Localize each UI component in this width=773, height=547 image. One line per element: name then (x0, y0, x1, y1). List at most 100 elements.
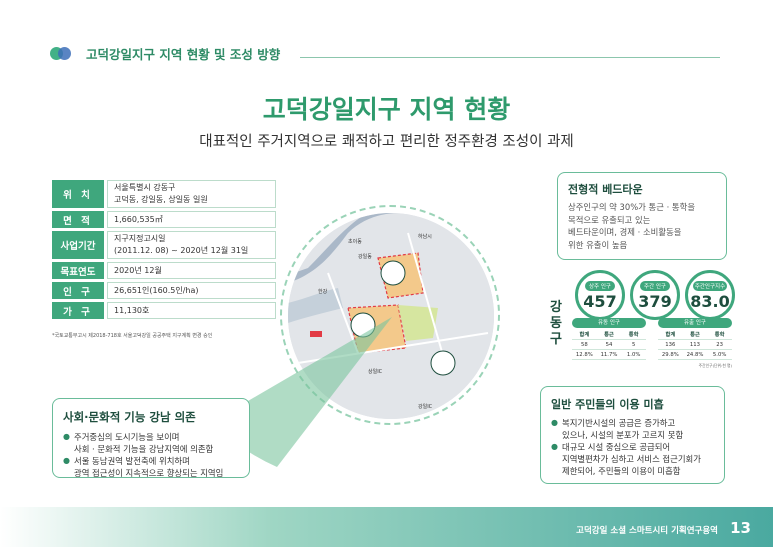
table-header: 통근 (682, 330, 708, 340)
info-label: 가 구 (52, 302, 104, 319)
info-row-households: 가 구 11,130호 (52, 302, 276, 319)
map-label: 강일동 (358, 253, 372, 260)
map-label: 한강 (318, 288, 328, 295)
bullet-icon: ● (551, 418, 558, 427)
info-value-line: 11,130호 (114, 305, 150, 315)
info-value: 11,130호 (107, 302, 276, 319)
table-cell: 1.0% (621, 350, 646, 360)
flow-tables: 유동 인구 합계 통근 통학 58 54 5 12.8% 11.7% 1.0% … (572, 318, 732, 369)
info-row-target-year: 목표연도 2020년 12월 (52, 262, 276, 279)
info-label: 인 구 (52, 282, 104, 299)
box-title: 사회·문화적 기능 강남 의존 (63, 410, 196, 424)
list-item-line: 있으나, 시설의 분포가 고르지 못함 (561, 430, 684, 440)
info-value-line: 2020년 12월 (114, 265, 162, 275)
bullet-icon: ● (551, 442, 558, 451)
box-text: 상주인구의 약 30%가 통근 · 통학을 목적으로 유출되고 있는 베드타운이… (568, 201, 716, 251)
bullet-icon: ● (63, 456, 70, 465)
section-header: 고덕강일지구 지역 현황 및 조성 방향 (50, 44, 280, 63)
bedtown-box: 전형적 베드타운 상주인구의 약 30%가 통근 · 통학을 목적으로 유출되고… (557, 172, 727, 260)
table-cell: 136 (658, 340, 683, 350)
flow-group-inflow: 유동 인구 합계 통근 통학 58 54 5 12.8% 11.7% 1.0% (572, 318, 646, 360)
info-value: 1,660,535㎡ (107, 211, 276, 228)
table-cell: 11.7% (596, 350, 622, 360)
page-subtitle: 대표적인 주거지역으로 쾌적하고 편리한 정주환경 조성이 과제 (199, 134, 574, 150)
stat-resident: 상주 인구 457 (575, 270, 625, 320)
stat-value: 457 (583, 292, 617, 311)
flow-note: 주간인구(단위:천 명) (698, 363, 732, 368)
table-cell: 12.8% (572, 350, 597, 360)
stat-index: 주간인구지수 83.0 (685, 270, 735, 320)
info-value-line: 1,660,535㎡ (114, 214, 163, 224)
flow-group-outflow: 유출 인구 합계 통근 통학 136 113 23 29.8% 24.8% 5.… (658, 318, 732, 360)
flow-group-title: 유출 인구 (658, 318, 732, 328)
list-item-line: 주거중심의 도시기능을 보이며 (73, 432, 180, 442)
table-header: 합계 (658, 330, 683, 340)
table-header: 합계 (572, 330, 597, 340)
info-label: 면 적 (52, 211, 104, 228)
info-value: 지구지정고시일 (2011.12. 08) ~ 2020년 12월 31일 (107, 231, 276, 259)
box-title: 전형적 베드타운 (568, 183, 643, 196)
header-dots-icon (50, 46, 72, 61)
flow-group-title: 유동 인구 (572, 318, 646, 328)
info-label: 목표연도 (52, 262, 104, 279)
table-cell: 58 (572, 340, 597, 350)
table-cell: 54 (596, 340, 622, 350)
header-divider (300, 57, 720, 58)
list-item-line: 사회 · 문화적 기능을 강남지역에 의존함 (73, 444, 214, 454)
info-row-period: 사업기간 지구지정고시일 (2011.12. 08) ~ 2020년 12월 3… (52, 231, 276, 259)
box-text-line: 위한 유출이 높음 (568, 239, 628, 250)
list-item-line: 광역 접근성이 지속적으로 향상되는 지역임 (73, 468, 224, 478)
footer-title: 고덕강일 소셜 스마트시티 기획연구용역 (576, 526, 718, 536)
info-value-line: 고덕동, 강일동, 상일동 일원 (114, 195, 208, 204)
site-map: 초이동 강일동 하남시 강일IC 상일IC 한강 (212, 205, 500, 467)
table-header: 통학 (707, 330, 732, 340)
section-title: 고덕강일지구 지역 현황 및 조성 방향 (86, 47, 281, 62)
list-item: ● 주거중심의 도시기능을 보이며 사회 · 문화적 기능을 강남지역에 의존함 (63, 431, 239, 455)
page-number: 13 (730, 519, 751, 537)
box-text-line: 상주인구의 약 30%가 통근 · 통학을 (568, 202, 696, 212)
page-title: 고덕강일지구 지역 현황 (262, 95, 511, 124)
page-footer: 고덕강일 소셜 스마트시티 기획연구용역 13 (0, 507, 773, 547)
info-note: *국토교통부고시 제2018-718호 서울고덕강일 공공주택 지구계획 변경 … (52, 333, 213, 339)
population-stats: 상주 인구 457 주간 인구 379 주간인구지수 83.0 (575, 270, 740, 320)
district-label: 강동구 (550, 300, 562, 347)
list-item-line: 서울 동남권역 발전축에 위치하며 (73, 456, 190, 466)
stat-label: 주간 인구 (640, 281, 670, 291)
info-value-line: 26,651인(160.5인/ha) (114, 285, 199, 295)
list-item: ● 복지기반시설의 공급은 증가하고 있으나, 시설의 분포가 고르지 못함 (551, 417, 714, 441)
info-value: 서울특별시 강동구 고덕동, 강일동, 상일동 일원 (107, 180, 276, 208)
list-item-line: 복지기반시설의 공급은 증가하고 (561, 418, 676, 428)
table-cell: 5 (621, 340, 646, 350)
list-item-line: 대규모 시설 중심으로 공급되어 (561, 442, 671, 452)
stat-value: 379 (638, 292, 672, 311)
table-cell: 23 (707, 340, 732, 350)
map-label: 하남시 (418, 233, 432, 240)
table-header: 통근 (596, 330, 622, 340)
list-item: ● 서울 동남권역 발전축에 위치하며 광역 접근성이 지속적으로 향상되는 지… (63, 455, 239, 479)
table-cell: 24.8% (682, 350, 708, 360)
table-cell: 29.8% (658, 350, 683, 360)
list-item-line: 지역별편차가 심하고 서비스 접근기회가 (561, 454, 701, 464)
box-text-line: 목적으로 유출되고 있는 (568, 214, 651, 225)
info-value: 2020년 12월 (107, 262, 276, 279)
box-title: 일반 주민들의 이용 미흡 (551, 398, 664, 411)
info-row-area: 면 적 1,660,535㎡ (52, 211, 276, 228)
stat-label: 주간인구지수 (692, 281, 728, 291)
info-value-line: 서울특별시 강동구 (114, 183, 176, 192)
table-header: 통학 (621, 330, 646, 340)
info-value: 26,651인(160.5인/ha) (107, 282, 276, 299)
table-cell: 113 (682, 340, 708, 350)
list-item: ● 대규모 시설 중심으로 공급되어 지역별편차가 심하고 서비스 접근기회가 … (551, 441, 714, 477)
map-label: 상일IC (368, 368, 383, 375)
info-row-location: 위 치 서울특별시 강동구 고덕동, 강일동, 상일동 일원 (52, 180, 276, 208)
social-culture-box: 사회·문화적 기능 강남 의존 ● 주거중심의 도시기능을 보이며 사회 · 문… (52, 398, 250, 478)
stat-value: 83.0 (690, 292, 730, 311)
list-item-line: 제한되어, 주민들의 이용이 미흡함 (561, 466, 681, 476)
resident-usage-box: 일반 주민들의 이용 미흡 ● 복지기반시설의 공급은 증가하고 있으나, 시설… (540, 386, 725, 484)
info-label: 위 치 (52, 180, 104, 208)
info-value-line: (2011.12. 08) ~ 2020년 12월 31일 (114, 246, 249, 255)
bullet-icon: ● (63, 432, 70, 441)
stat-label: 상주 인구 (585, 281, 615, 291)
box-text-line: 베드타운이며, 경제 · 소비활동을 (568, 227, 682, 237)
table-cell: 5.0% (707, 350, 732, 360)
